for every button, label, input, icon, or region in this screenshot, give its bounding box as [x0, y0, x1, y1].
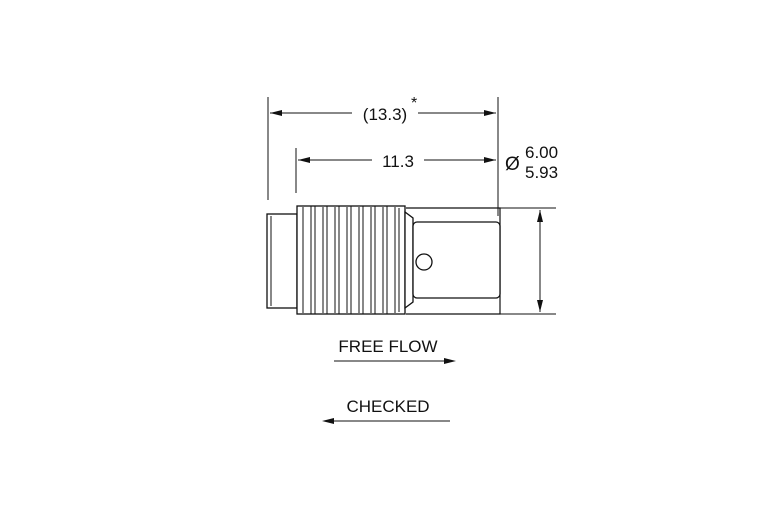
diameter-max-label: 6.00 [525, 143, 558, 162]
checked-arrow-icon [322, 418, 334, 424]
free-flow-label: FREE FLOW [338, 337, 437, 356]
body-right-arrow-icon [484, 157, 496, 163]
overall-length-note: * [411, 95, 417, 112]
free-flow-arrow-icon [444, 358, 456, 364]
overall-left-arrow-icon [270, 110, 282, 116]
valve-cap [266, 213, 298, 309]
overall-right-arrow-icon [484, 110, 496, 116]
valve-tip [412, 221, 501, 299]
diameter-min-label: 5.93 [525, 163, 558, 182]
overall-length-dimension: (13.3) * [267, 95, 499, 216]
free-flow-indicator: FREE FLOW [334, 337, 456, 364]
body-left-arrow-icon [298, 157, 310, 163]
valve-body-ribs [302, 206, 400, 314]
diameter-symbol: Ø [505, 154, 520, 175]
check-valve-part [266, 205, 501, 315]
checked-indicator: CHECKED [322, 397, 450, 424]
valve-neck [404, 210, 414, 310]
diameter-dimension: Ø 6.00 5.93 [500, 143, 558, 315]
valve-side-port [415, 253, 433, 271]
body-length-dimension: 11.3 [295, 148, 496, 193]
diameter-bottom-arrow-icon [537, 300, 543, 312]
overall-length-label: (13.3) [363, 105, 407, 124]
diameter-top-arrow-icon [537, 210, 543, 222]
checked-label: CHECKED [346, 397, 429, 416]
body-length-label: 11.3 [382, 152, 414, 171]
